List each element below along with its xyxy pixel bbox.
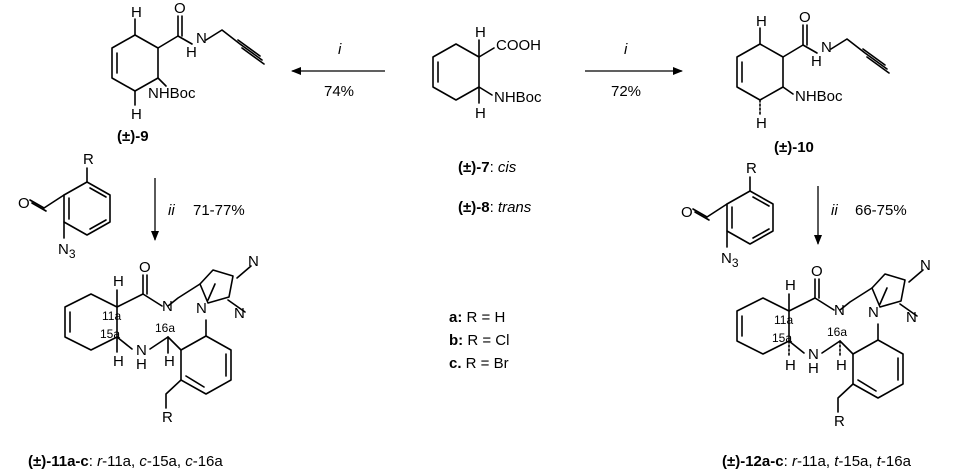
compound-label-10: (±)-10 bbox=[774, 139, 814, 156]
cooh-group: COOH bbox=[496, 37, 541, 54]
h-atom: H bbox=[131, 106, 142, 123]
reagent-label: ii bbox=[168, 202, 175, 219]
ring-nitrogen: N bbox=[834, 302, 845, 319]
r-substituent: R bbox=[746, 160, 757, 177]
compound-9-structure: H O H N NHBoc H bbox=[111, 0, 265, 123]
nh-nitrogen: N bbox=[808, 346, 819, 363]
locant-15a: 15a bbox=[100, 327, 120, 341]
locant-15a: 15a bbox=[772, 331, 792, 345]
product-11-structure: H O N H N H H N N N R 11a 15a 16a bbox=[64, 253, 259, 426]
oxygen-atom: O bbox=[799, 9, 811, 26]
r-substituent: R bbox=[83, 151, 94, 168]
oxygen-atom: O bbox=[139, 259, 151, 276]
amide-h: H bbox=[186, 44, 197, 61]
azide-group: N3 bbox=[58, 241, 76, 261]
amide-n: N bbox=[821, 39, 832, 56]
oxygen-atom: O bbox=[174, 0, 186, 17]
aldehyde-oxygen: O bbox=[681, 204, 693, 221]
amide-h: H bbox=[811, 53, 822, 70]
compound-label-12: (±)-12a-c: r-11a, t-15a, t-16a bbox=[722, 453, 912, 470]
h-atom: H bbox=[785, 357, 796, 374]
locant-11a: 11a bbox=[774, 313, 793, 327]
compound-label-8: (±)-8: trans bbox=[458, 199, 532, 216]
compound-label-9: (±)-9 bbox=[117, 128, 149, 145]
nhboc-group: NHBoc bbox=[494, 89, 542, 106]
h-atom: H bbox=[164, 353, 175, 370]
reagent-label: ii bbox=[831, 202, 838, 219]
azide-group: N3 bbox=[721, 250, 739, 270]
nhboc-group: NHBoc bbox=[795, 88, 843, 105]
legend-item-b: b: R = Cl bbox=[449, 332, 509, 349]
aldehyde-oxygen: O bbox=[18, 195, 30, 212]
r-substituent: R bbox=[834, 413, 845, 430]
h-atom: H bbox=[475, 105, 486, 122]
substituent-legend: a: R = H b: R = Cl c. R = Br bbox=[449, 309, 509, 372]
locant-16a: 16a bbox=[827, 325, 847, 339]
reagent-label: i bbox=[338, 41, 342, 58]
yield-label: 71-77% bbox=[193, 202, 245, 219]
oxygen-atom: O bbox=[811, 263, 823, 280]
h-atom: H bbox=[756, 13, 767, 30]
ring-nitrogen: N bbox=[162, 298, 173, 315]
compound-10-structure: H O H N NHBoc H bbox=[736, 9, 890, 132]
h-atom: H bbox=[475, 24, 486, 41]
starting-material-structure: H COOH NHBoc H bbox=[432, 24, 542, 122]
nh-hydrogen: H bbox=[808, 360, 819, 377]
azidobenzaldehyde-left: R O N3 bbox=[18, 151, 111, 261]
compound-label-11: (±)-11a-c: r-11a, c-15a, c-16a bbox=[28, 453, 223, 470]
triazole-n1: N bbox=[196, 300, 207, 317]
h-atom: H bbox=[113, 273, 124, 290]
yield-label: 66-75% bbox=[855, 202, 907, 219]
h-atom: H bbox=[836, 357, 847, 374]
amide-n: N bbox=[196, 30, 207, 47]
h-atom: H bbox=[785, 277, 796, 294]
h-atom: H bbox=[756, 115, 767, 132]
yield-label: 74% bbox=[324, 83, 354, 100]
triazole-n1: N bbox=[868, 304, 879, 321]
yield-label: 72% bbox=[611, 83, 641, 100]
product-12-structure: H O N H N H H N N N R 11a 15a 16a bbox=[736, 257, 931, 430]
locant-11a: 11a bbox=[102, 309, 121, 323]
reagent-label: i bbox=[624, 41, 628, 58]
triazole-n2: N bbox=[906, 309, 917, 326]
nhboc-group: NHBoc bbox=[148, 85, 196, 102]
triazole-n2: N bbox=[234, 305, 245, 322]
nh-hydrogen: H bbox=[136, 356, 147, 373]
legend-item-c: c. R = Br bbox=[449, 355, 509, 372]
h-atom: H bbox=[113, 353, 124, 370]
legend-item-a: a: R = H bbox=[449, 309, 505, 326]
locant-16a: 16a bbox=[155, 321, 175, 335]
r-substituent: R bbox=[162, 409, 173, 426]
azidobenzaldehyde-right: R O N3 bbox=[681, 160, 774, 270]
triazole-n3: N bbox=[248, 253, 259, 270]
h-atom: H bbox=[131, 4, 142, 21]
triazole-n3: N bbox=[920, 257, 931, 274]
nh-nitrogen: N bbox=[136, 342, 147, 359]
compound-label-7: (±)-7: cis bbox=[458, 159, 517, 176]
